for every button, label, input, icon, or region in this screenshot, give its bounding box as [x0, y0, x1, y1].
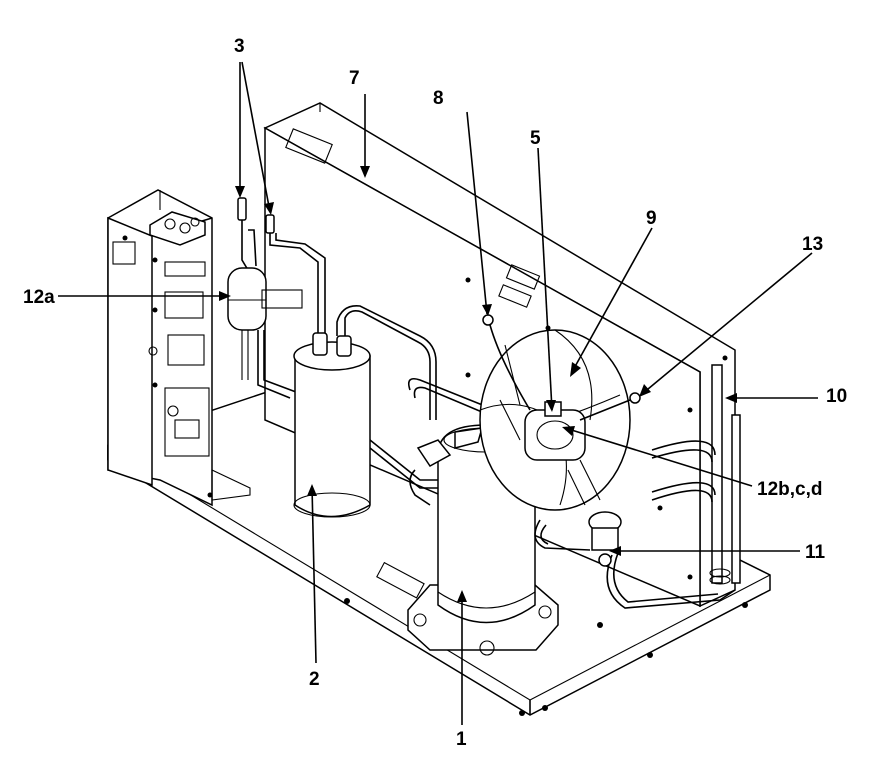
leader-lines — [58, 61, 818, 725]
callout-9: 11 — [805, 542, 826, 563]
callout-2: 2 — [309, 669, 320, 690]
callout-7: 9 — [646, 208, 657, 229]
callout-10: 12a — [23, 287, 55, 308]
callout-8: 10 — [826, 386, 847, 407]
callout-5: 5 — [530, 128, 541, 149]
service-valves — [237, 197, 326, 380]
callout-13: 13 — [802, 234, 823, 255]
callout-11: 7 — [349, 68, 360, 89]
callout-12b-c-d: 12b,c,d — [757, 479, 822, 500]
receiver-tank — [293, 305, 440, 518]
callout-12a: 8 — [433, 88, 444, 109]
control-box — [107, 189, 251, 507]
filter-drier — [227, 267, 303, 399]
right-piping — [588, 355, 741, 609]
callout-3: 3 — [234, 36, 245, 57]
callout-1: 1 — [456, 729, 467, 750]
